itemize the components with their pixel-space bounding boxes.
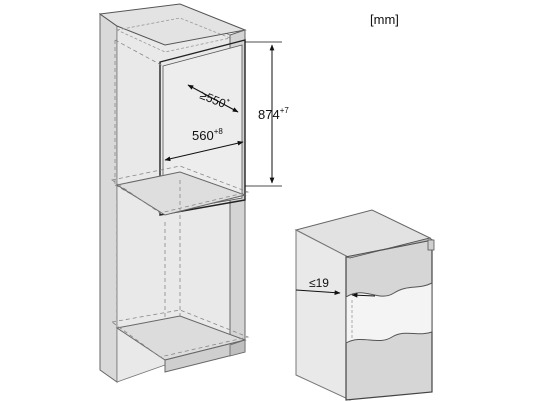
depth-mark: * [225, 97, 231, 107]
width-tolerance: +8 [214, 127, 224, 136]
niche-frame [159, 39, 246, 216]
appliance-side [295, 229, 351, 401]
refrigerator-appliance [294, 209, 435, 401]
depth-prefix: ≥ [198, 88, 210, 104]
svg-text:≤19: ≤19 [309, 276, 329, 290]
overlap-dimension: ≤19 [295, 276, 376, 298]
cabinet-top [98, 3, 247, 46]
height-value: 874 [258, 107, 280, 122]
svg-text:560+8: 560+8 [192, 127, 223, 143]
overlap-prefix: ≤ [309, 276, 316, 290]
tall-cabinet [98, 3, 250, 383]
cabinet-left-side [99, 13, 118, 383]
door-cutaway [345, 282, 433, 344]
width-dimension: 560+8 [164, 127, 244, 162]
svg-text:874+7: 874+7 [258, 106, 289, 122]
height-tolerance: +7 [280, 106, 290, 115]
unit-label: [mm] [370, 12, 399, 27]
height-dimension: 874+7 [245, 41, 289, 187]
overlap-value: 19 [316, 276, 330, 290]
width-value: 560 [192, 128, 214, 143]
